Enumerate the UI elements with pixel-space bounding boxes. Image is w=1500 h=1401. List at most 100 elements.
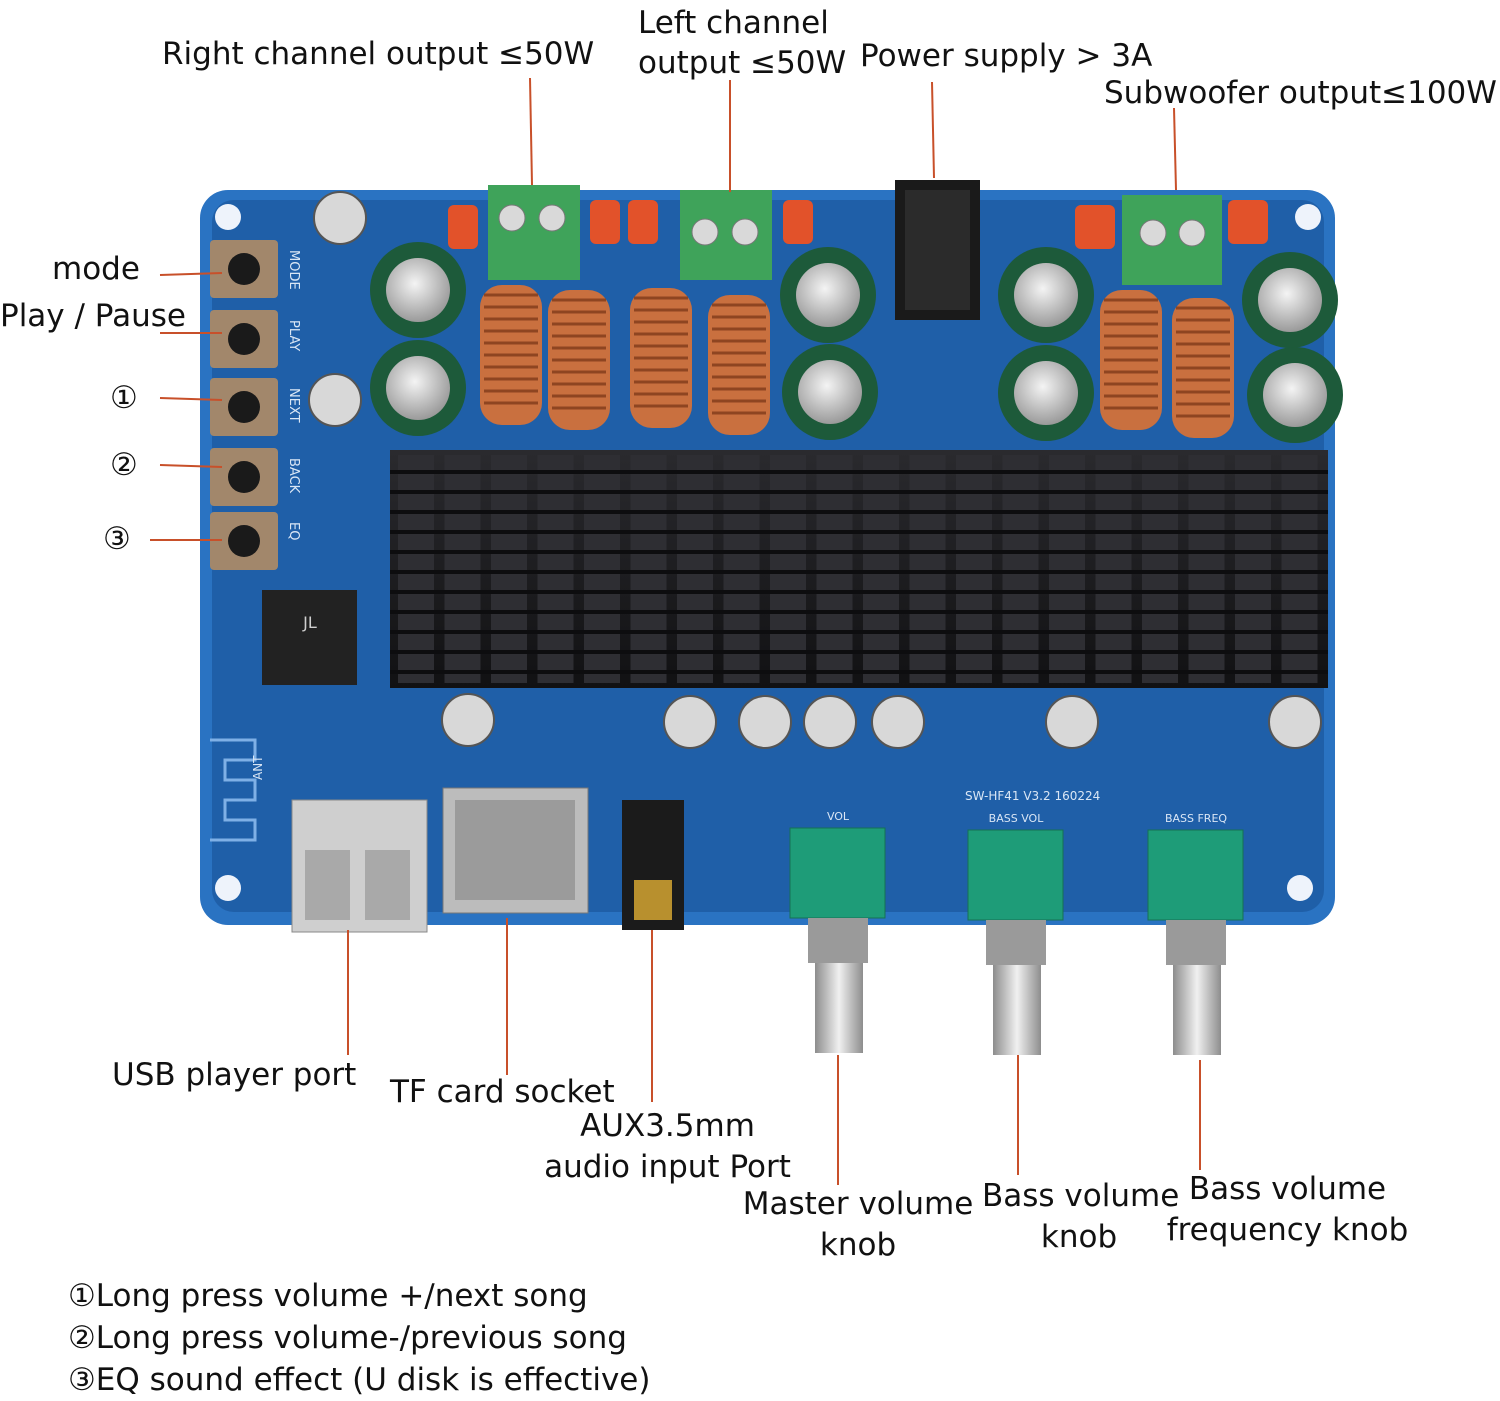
heatsink-fin: [770, 455, 806, 683]
note-2: ②Long press volume-/previous song: [68, 1320, 627, 1356]
heatsink-groove: [390, 510, 1328, 514]
small-capacitor: [871, 695, 925, 749]
label-master-volume-line2: knob: [819, 1227, 897, 1263]
heatsink-fin: [630, 455, 667, 683]
label-usb-port: USB player port: [112, 1057, 357, 1093]
potentiometer-body: [967, 829, 1064, 921]
heatsink-fin: [1095, 455, 1132, 683]
potentiometer-shaft: [1173, 965, 1221, 1055]
heatsink-fin: [677, 455, 713, 683]
label-tf-socket: TF card socket: [390, 1074, 615, 1110]
potentiometer-body: [789, 827, 886, 919]
tact-button-cap: [228, 391, 260, 423]
capacitor-top: [796, 263, 860, 327]
small-capacitor: [313, 191, 367, 245]
label-left-channel-line1: Left channel: [638, 5, 829, 41]
pcb-antenna: ANT: [210, 738, 265, 842]
silk-label-mode: MODE: [286, 250, 301, 290]
heatsink-groove: [390, 590, 1328, 594]
heatsink-fin: [1281, 455, 1318, 683]
tact-button-cap: [228, 323, 260, 355]
capacitor-top: [1258, 268, 1322, 332]
label-mode: mode: [52, 251, 140, 287]
potentiometer-nut: [808, 918, 868, 963]
knob-silk-label: BASS VOL: [989, 812, 1045, 825]
usb-port: [291, 799, 428, 933]
heatsink-groove: [390, 490, 1328, 494]
potentiometer-nut: [986, 920, 1046, 965]
label-bass-frequency-line2: frequency knob: [1166, 1212, 1409, 1248]
capacitor-top: [798, 360, 862, 424]
tf-card-socket: [442, 787, 589, 914]
small-capacitors: [308, 191, 1322, 749]
small-capacitor: [803, 695, 857, 749]
small-capacitor: [308, 373, 362, 427]
note-3: ③EQ sound effect (U disk is effective): [68, 1362, 651, 1398]
heatsink-groove: [390, 570, 1328, 574]
heatsink-fin: [584, 455, 620, 683]
silk-label-back: BACK: [286, 458, 301, 494]
label-aux-line2: audio input Port: [544, 1149, 791, 1185]
board-model-text: SW-HF41 V3.2 160224: [965, 789, 1100, 803]
knob-silk-label: BASS FREQ: [1165, 812, 1227, 825]
heatsink-fin: [537, 455, 574, 683]
knob-silk-label: VOL: [827, 810, 850, 823]
leader-lines: [150, 77, 1201, 1185]
capacitor-top: [386, 258, 450, 322]
label-bass-frequency-line1: Bass volume: [1188, 1171, 1387, 1207]
heatsink-fin: [909, 455, 946, 683]
label-power-supply: Power supply > 3A: [860, 38, 1153, 74]
small-capacitor: [1268, 695, 1322, 749]
label-play-pause: Play / Pause: [0, 298, 186, 334]
small-capacitor: [1045, 695, 1099, 749]
heatsink-fin: [863, 455, 899, 683]
potentiometers: VOL BASS VOL BASS FREQ: [789, 810, 1244, 1055]
tact-button-cap: [228, 525, 260, 557]
small-capacitor: [738, 695, 792, 749]
heatsink-groove: [390, 650, 1328, 654]
film-capacitors: [448, 200, 1268, 249]
label-subwoofer: Subwoofer output≤100W: [1104, 75, 1497, 111]
label-button-3: ③: [103, 521, 131, 557]
heatsink-fin: [723, 455, 760, 683]
heatsink-fin: [1002, 455, 1039, 683]
heatsink-fin: [444, 455, 481, 683]
heatsink-fin: [816, 455, 853, 683]
heatsink-fin: [1235, 455, 1271, 683]
heatsink-groove: [390, 670, 1328, 674]
chip-label: JL: [302, 613, 317, 632]
aux-jack: [622, 800, 684, 930]
inductor-coils: [480, 285, 1234, 438]
potentiometer-body: [1147, 829, 1244, 921]
heatsink-fin: [491, 455, 527, 683]
heatsink-groove: [390, 470, 1328, 474]
label-bass-volume-line2: knob: [1040, 1219, 1118, 1255]
note-1: ①Long press volume +/next song: [68, 1278, 588, 1314]
potentiometer-shaft: [815, 963, 863, 1053]
capacitor-top: [1263, 363, 1327, 427]
ant-label: ANT: [251, 755, 265, 780]
heatsink-fin: [956, 455, 992, 683]
capacitor-top: [386, 356, 450, 420]
heatsink-groove: [390, 530, 1328, 534]
small-capacitor: [441, 693, 495, 747]
heatsink-fin: [1188, 455, 1225, 683]
tact-button-cap: [228, 253, 260, 285]
heatsink: [390, 450, 1328, 688]
heatsink-fin: [398, 455, 434, 683]
potentiometer-nut: [1166, 920, 1226, 965]
heatsink-fin: [1049, 455, 1085, 683]
capacitor-top: [1014, 263, 1078, 327]
tact-button-cap: [228, 461, 260, 493]
silk-label-next: NEXT: [286, 388, 301, 423]
silk-label-play: PLAY: [286, 320, 301, 351]
label-bass-volume-line1: Bass volume: [982, 1178, 1180, 1214]
bluetooth-chip: JL: [262, 590, 357, 685]
label-button-1: ①: [110, 380, 138, 416]
small-capacitor: [663, 695, 717, 749]
label-aux-line1: AUX3.5mm: [580, 1108, 755, 1144]
heatsink-fin: [1142, 455, 1178, 683]
potentiometer-shaft: [993, 965, 1041, 1055]
